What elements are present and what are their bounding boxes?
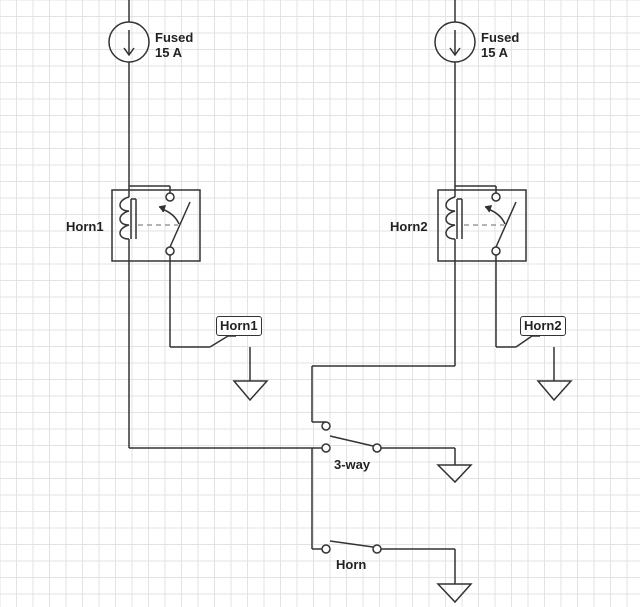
switch-horn-label: Horn [336,557,367,572]
ground-icon [232,380,269,402]
relay-contact-icon [491,192,501,202]
fuse-left-label-line1: Fused [155,30,194,45]
relay-box-left [111,189,201,262]
relay-contact-icon [165,192,175,202]
switch-threeway-label: 3-way [334,457,371,472]
fuse-right-label-line2: 15 A [481,45,508,60]
fuse-right-label-line1: Fused [481,30,520,45]
relay-left-label: Horn1 [66,219,104,234]
horn-label-icon: Horn2 [520,316,566,336]
switch-icon [321,544,331,554]
relay-right-label: Horn2 [390,219,428,234]
relay-box-right [437,189,527,262]
ground-icon [436,464,473,484]
relay-coil-icon [119,196,130,240]
ground-icon [436,583,473,604]
horn-label-icon: Horn1 [216,316,262,336]
ground-icon [536,380,573,402]
switch-icon [321,421,331,431]
relay-coil-icon [445,196,456,240]
fuse-left-label-line2: 15 A [155,45,182,60]
